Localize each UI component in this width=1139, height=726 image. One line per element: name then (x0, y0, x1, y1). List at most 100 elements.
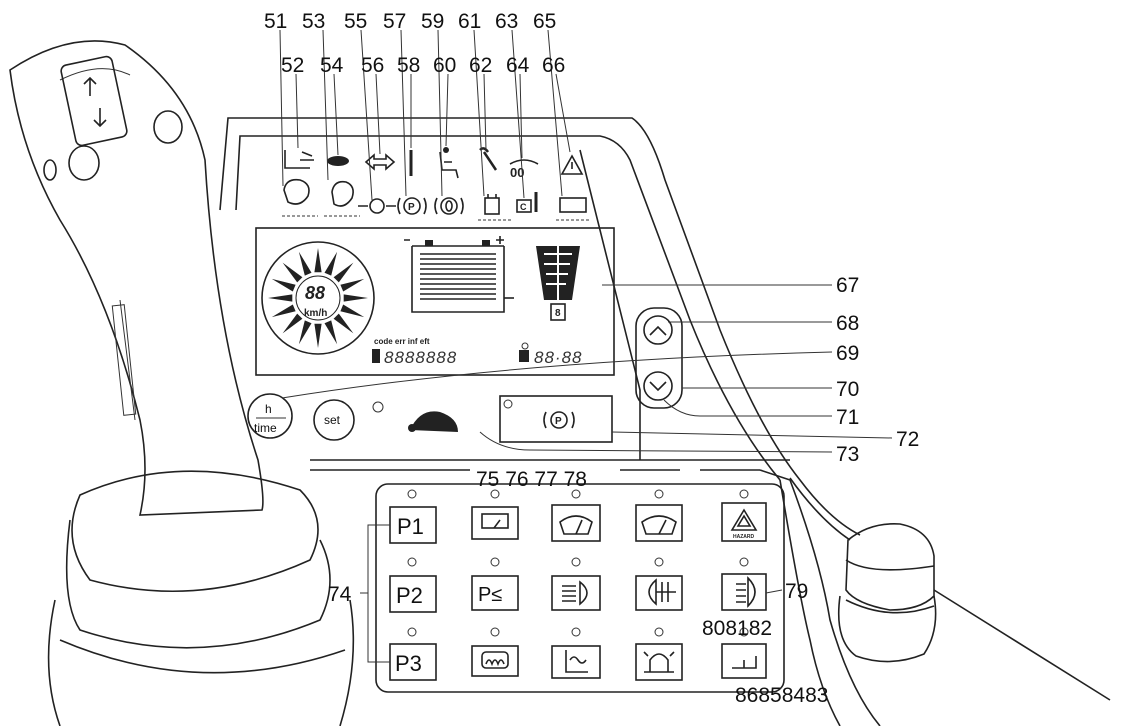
callout-59: 59 (421, 10, 444, 33)
callout-62: 62 (469, 54, 492, 77)
speed-ray (333, 313, 354, 334)
right-leader-lines (281, 284, 893, 594)
callout-57: 57 (383, 10, 406, 33)
callout-66: 66 (542, 54, 565, 77)
switch-led (571, 557, 581, 567)
switch-led (490, 627, 500, 637)
beacon-light-icon (643, 651, 675, 673)
parking-light-button[interactable]: P≤ (471, 575, 519, 611)
differential-lock-button[interactable] (721, 643, 767, 679)
front-work-light-icon (648, 578, 676, 606)
set-button[interactable]: set (313, 399, 355, 441)
speed-ray (298, 320, 312, 345)
low-beam-button[interactable] (551, 575, 601, 611)
hazard-button[interactable]: HAZARD (721, 502, 767, 542)
time-label: time (254, 421, 277, 435)
joystick-button-left[interactable] (68, 145, 100, 181)
parking-brake-switch[interactable]: P (499, 395, 613, 443)
callout-71: 71 (836, 406, 859, 429)
p3-button[interactable]: P3 (389, 643, 437, 681)
callout-74: 74 (328, 583, 352, 606)
gear-digit: 8 (555, 308, 561, 319)
rotary-knob[interactable] (837, 523, 1111, 701)
front-wiper-button[interactable] (635, 504, 683, 542)
indicator-61 (478, 194, 512, 221)
seat-icon (439, 147, 459, 179)
front-work-light-button[interactable] (635, 575, 683, 611)
switch-led (739, 489, 749, 499)
joystick-button-right[interactable] (153, 110, 183, 144)
switch-led (654, 627, 664, 637)
switch-led (490, 557, 500, 567)
panel-housing (219, 117, 881, 726)
code-digits: 8888888 (384, 348, 457, 367)
indicator-icons: P 00 C (282, 147, 590, 221)
parking-light-icon: P≤ (478, 584, 502, 606)
callout-70: 70 (836, 378, 859, 401)
differential-lock-icon (732, 656, 757, 669)
callout-65: 65 (533, 10, 556, 33)
h-time-button[interactable]: h time (247, 393, 293, 439)
callout-67: 67 (836, 274, 859, 297)
callout-58: 58 (397, 54, 420, 77)
speed-ray (298, 251, 312, 276)
svg-text:C: C (520, 202, 527, 212)
brake-fluid-icon (434, 197, 464, 215)
clock-digits: 88·88 (534, 348, 582, 367)
callout-64: 64 (506, 54, 530, 77)
arrow-down-icon (93, 108, 107, 128)
rear-work-light-button[interactable] (721, 573, 767, 611)
turtle-button-icon (408, 411, 458, 432)
indicator-51 (282, 178, 318, 217)
speed-ray (271, 278, 296, 292)
wrench-icon (479, 147, 498, 171)
led-indicator (372, 401, 384, 413)
turtle-icon (327, 156, 349, 166)
switch-led (654, 557, 664, 567)
callout-61: 61 (458, 10, 481, 33)
up-button[interactable] (643, 315, 673, 345)
down-button[interactable] (643, 371, 673, 401)
p2-button[interactable]: P2 (389, 575, 437, 613)
arrow-up-icon (83, 76, 97, 96)
callout-52: 52 (281, 54, 304, 77)
speed-ray (282, 262, 303, 283)
speed-unit: km/h (304, 308, 327, 319)
rear-wiper-button[interactable] (471, 506, 519, 540)
hazard-triangle-icon (730, 508, 758, 531)
callout-labels: 51 53 55 57 59 61 63 65 52 54 56 58 60 6… (264, 10, 919, 707)
indicator-53 (324, 180, 360, 217)
fuel-bar-gauge: 8 (536, 246, 580, 321)
callout-72: 72 (896, 428, 919, 451)
h-label: h (265, 402, 272, 416)
switch-grid: P1 HAZARD P2 P≤ (360, 483, 785, 693)
callout-63: 63 (495, 10, 518, 33)
p3-label: P3 (395, 651, 422, 676)
joystick (9, 40, 355, 726)
callout-83-86: 86858483 (735, 684, 828, 707)
callout-69: 69 (836, 342, 859, 365)
switch-led (407, 627, 417, 637)
front-wiper-interval-button[interactable] (551, 504, 601, 542)
p1-button[interactable]: P1 (389, 506, 437, 544)
code-labels: code err inf eft (374, 337, 430, 346)
p1-label: P1 (397, 514, 424, 539)
switch-led (654, 489, 664, 499)
park-p-label: P (555, 416, 562, 427)
chevron-up-icon (649, 325, 667, 336)
callout-80-82: 808182 (702, 617, 772, 640)
speed-ray (340, 304, 365, 318)
rear-defrost-button[interactable] (471, 645, 519, 677)
coolant-temp-icon: C (516, 192, 538, 213)
switch-led (571, 627, 581, 637)
seat-heater-button[interactable] (551, 645, 601, 679)
battery-indicator-icon (556, 197, 590, 221)
switch-led (490, 489, 500, 499)
rear-defrost-icon (481, 651, 509, 669)
callout-54: 54 (320, 54, 344, 77)
joystick-rocker-switch[interactable] (60, 55, 128, 147)
indicator-52 (284, 150, 314, 169)
callout-56: 56 (361, 54, 384, 77)
beacon-light-button[interactable] (635, 643, 683, 681)
